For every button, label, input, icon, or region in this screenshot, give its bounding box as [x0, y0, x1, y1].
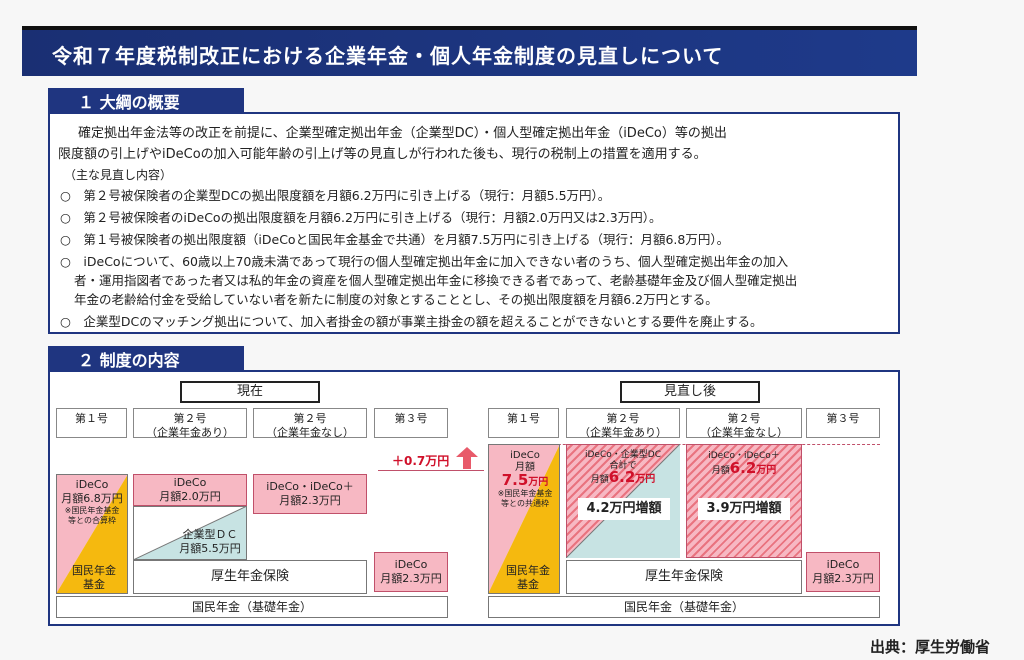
title-bar: 令和７年度税制改正における企業年金・個人年金制度の見直しについて — [22, 26, 917, 76]
section1-panel: 確定拠出年金法等の改正を前提に、企業型確定拠出年金（企業型DC）・個人型確定拠出… — [48, 112, 900, 334]
rev-ideco3: iDeCo・iDeCo＋ 月額6.2万円 — [708, 451, 780, 477]
rev-kokumin-kikin: 国民年金 基金 — [506, 564, 550, 591]
cur-ideco3: iDeCo・iDeCo＋ 月額2.3万円 — [253, 474, 367, 514]
rev-header-cat1: 第１号 — [488, 408, 559, 438]
rev-kokumin: 国民年金（基礎年金） — [488, 596, 880, 618]
rev-combo: iDeCo・企業型DC 合計で 月額6.2万円 — [585, 450, 661, 486]
cur-header-cat1: 第１号 — [56, 408, 127, 438]
up-arrow-icon — [456, 447, 478, 469]
cur-header-cat2a: 第２号（企業年金あり） — [133, 408, 247, 439]
revised-label: 見直し後 — [620, 381, 760, 403]
bullet-4-cont1: 者・運用指図者であった者又は私的年金の資産を個人型確定拠出年金に移換できる者であ… — [74, 273, 798, 288]
rev-ideco4: iDeCo 月額2.3万円 — [806, 552, 880, 592]
bullet-3: ○ 第１号被保険者の拠出限度額（iDeCoと国民年金基金で共通）を月額7.5万円… — [60, 232, 730, 247]
rev-top-line — [488, 444, 880, 445]
cur-kokumin-kikin: 国民年金 基金 — [72, 564, 116, 591]
arrow-line — [378, 470, 484, 471]
cur-ideco1: iDeCo 月額6.8万円 ※国民年金基金 等との合算枠 — [61, 478, 123, 525]
cur-kosei: 厚生年金保険 — [133, 560, 367, 594]
current-label: 現在 — [180, 381, 320, 403]
bullet-4-cont2: 年金の老齢給付金を受給していない者を新たに制度の対象とすることとし、その拠出限度… — [74, 292, 718, 307]
cur-ideco4: iDeCo 月額2.3万円 — [374, 552, 448, 592]
cur-dc-diagonal — [133, 506, 247, 560]
cur-dc: 企業型ＤＣ 月額5.5万円 — [179, 528, 241, 555]
cur-cat1-diagonal — [56, 474, 128, 594]
cur-kokumin: 国民年金（基礎年金） — [56, 596, 448, 618]
bullet-4: ○ iDeCoについて、60歳以上70歳未満であって現行の個人型確定拠出年金に加… — [60, 254, 789, 269]
bullet-1: ○ 第２号被保険者の企業型DCの拠出限度額を月額6.2万円に引き上げる（現行：月… — [60, 188, 611, 203]
rev-ideco1: iDeCo 月額 7.5万円 ※国民年金基金 等との共通枠 — [497, 450, 553, 508]
rev-cat1-diagonal — [488, 444, 560, 594]
page-title: 令和７年度税制改正における企業年金・個人年金制度の見直しについて — [52, 44, 724, 68]
rev-kosei: 厚生年金保険 — [566, 560, 802, 594]
cur-ideco2: iDeCo 月額2.0万円 — [133, 474, 247, 506]
sub-heading: （主な見直し内容） — [64, 168, 173, 182]
source-credit: 出典：厚生労働省 — [870, 638, 991, 656]
bullet-2: ○ 第２号被保険者のiDeCoの拠出限度額を月額6.2万円に引き上げる（現行：月… — [60, 210, 662, 225]
rev-header-cat2a: 第２号（企業年金あり） — [566, 408, 680, 439]
cur-header-cat2b: 第２号（企業年金なし） — [253, 408, 367, 439]
rev-header-cat2b: 第２号（企業年金なし） — [686, 408, 802, 439]
cur-header-cat3: 第３号 — [374, 408, 448, 438]
intro-line-2: 限度額の引上げやiDeCoの加入可能年齢の引上げ等の見直しが行われた後も、現行の… — [58, 147, 707, 162]
bullet-5: ○ 企業型DCのマッチング拠出について、加入者掛金の額が事業主掛金の額を超えるこ… — [60, 314, 763, 329]
rev-increase-1: 4.2万円増額 — [578, 498, 670, 520]
arrow-label: ＋0.7万円 — [392, 454, 450, 468]
intro-line-1: 確定拠出年金法等の改正を前提に、企業型確定拠出年金（企業型DC）・個人型確定拠出… — [78, 126, 727, 141]
rev-increase-2: 3.9万円増額 — [698, 498, 790, 520]
rev-header-cat3: 第３号 — [806, 408, 880, 438]
